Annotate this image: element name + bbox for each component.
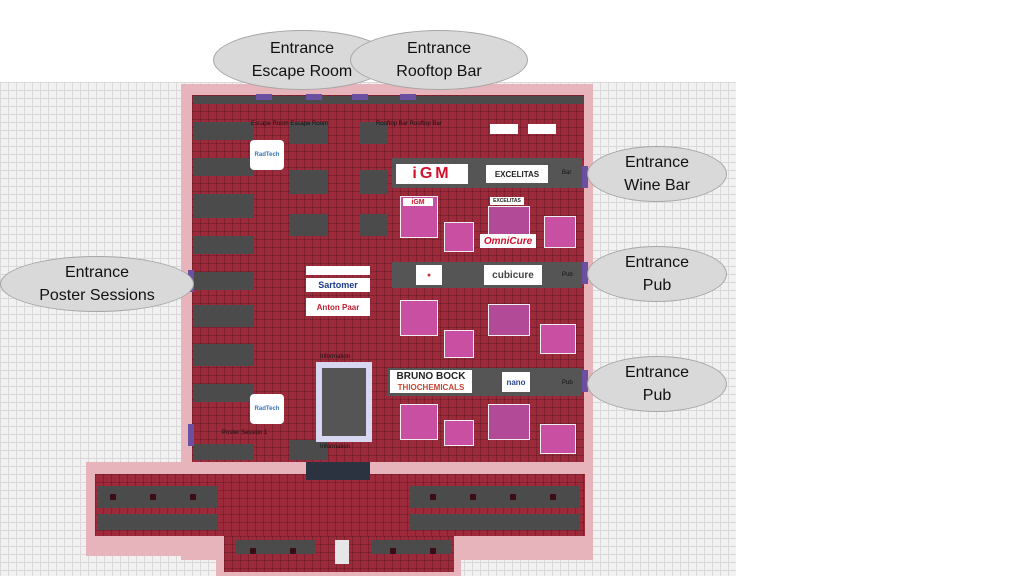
igm-lounge[interactable]	[444, 222, 474, 252]
igm-logo: iGM	[396, 164, 468, 184]
poster-row	[98, 514, 218, 530]
poster-door	[188, 424, 194, 446]
information-desk[interactable]	[322, 368, 366, 436]
entrance-name: Pub	[642, 277, 672, 294]
entrance-name: Wine Bar	[624, 177, 690, 194]
poster-row	[194, 236, 254, 254]
pub-label-1: Pub	[562, 272, 573, 278]
excelitas-booth-logo: EXCELITAS	[490, 197, 524, 205]
anton-paar-logo: Anton Paar	[306, 298, 370, 316]
table-marker	[250, 548, 256, 554]
rooftop-door	[352, 94, 368, 100]
entrance-label: Entrance	[269, 40, 335, 57]
wine-bar-door	[582, 166, 588, 188]
table-marker	[390, 548, 396, 554]
table-marker	[150, 494, 156, 500]
bar-label: Bar	[562, 170, 572, 176]
entrance-label: Entrance	[624, 364, 690, 381]
poster-row	[194, 305, 254, 327]
cubicure-booth[interactable]	[488, 304, 530, 336]
top-wall-strip	[194, 96, 584, 104]
excelitas-lounge[interactable]	[544, 216, 576, 248]
entrance-wine-bar-callout: Entrance Wine Bar	[587, 146, 727, 202]
entrance-rooftop-bar-callout: Entrance Rooftop Bar	[350, 30, 528, 90]
poster-row	[360, 214, 388, 236]
table-marker	[470, 494, 476, 500]
excelitas-logo: EXCELITAS	[486, 165, 548, 183]
entrance-name: Poster Sessions	[39, 287, 155, 304]
bruno-bock-booth[interactable]	[400, 404, 438, 440]
escape-room-door	[256, 94, 272, 100]
poster-row	[98, 486, 218, 508]
sponsor-screen	[306, 462, 370, 480]
pub-door	[582, 370, 588, 392]
entrance-name: Rooftop Bar	[396, 63, 482, 80]
stairs	[335, 540, 349, 564]
entrance-escape-room-callout: Entrance Escape Room	[213, 30, 391, 90]
table-marker	[190, 494, 196, 500]
entrance-label: Entrance	[624, 154, 690, 171]
entrance-label: Entrance	[624, 254, 690, 271]
poster-row	[194, 272, 254, 290]
poster-row	[372, 540, 452, 554]
escape-room-door	[306, 94, 322, 100]
table-marker	[550, 494, 556, 500]
poster-session-label: Poster Session 1	[222, 430, 268, 436]
omnicure-logo: OmniCure	[480, 234, 536, 248]
poster-row	[410, 514, 580, 530]
poster-row	[360, 170, 388, 194]
poster-row	[194, 384, 254, 402]
entrance-label: Entrance	[64, 264, 130, 281]
booth-lounge[interactable]	[540, 424, 576, 454]
rooftop-door	[400, 94, 416, 100]
escape-room-label: Escape Room Escape Room	[251, 121, 329, 127]
poster-row	[194, 122, 254, 140]
bruno-bock-logo: BRUNO BOCK	[390, 370, 472, 382]
rooftop-bar-label: Rooftop Bar Rooftop Bar	[376, 121, 442, 127]
poster-row	[290, 214, 328, 236]
table-marker	[110, 494, 116, 500]
poster-row	[236, 540, 316, 554]
entrance-name: Pub	[642, 387, 672, 404]
radtech-logo: RadTech	[250, 140, 284, 170]
radtech-logo-2: RadTech	[250, 394, 284, 424]
entrance-name: Escape Room	[251, 63, 353, 80]
poster-row	[194, 444, 254, 460]
thiochemicals-logo: THIOCHEMICALS	[390, 382, 472, 393]
booth-lounge[interactable]	[444, 420, 474, 446]
entrance-poster-sessions-callout: Entrance Poster Sessions	[0, 256, 194, 312]
sartomer-logo: Sartomer	[306, 278, 370, 292]
sponsor-banner	[306, 266, 370, 275]
information-label: Information	[320, 354, 351, 360]
nano-booth[interactable]	[488, 404, 530, 440]
small-banner	[490, 124, 518, 134]
information-label-2: Information	[320, 444, 351, 450]
poster-row	[290, 440, 328, 460]
poster-row	[194, 194, 254, 218]
poster-row	[194, 344, 254, 366]
pub-door	[582, 262, 588, 284]
poster-row	[410, 486, 580, 508]
table-marker	[290, 548, 296, 554]
entrance-pub-callout-2: Entrance Pub	[587, 356, 727, 412]
cubicure-logo: cubicure	[484, 265, 542, 285]
booth-lounge[interactable]	[444, 330, 474, 358]
entrance-label: Entrance	[406, 40, 472, 57]
poster-row	[194, 158, 254, 176]
table-marker	[430, 494, 436, 500]
booth-lounge[interactable]	[540, 324, 576, 354]
table-marker	[430, 548, 436, 554]
arkema-icon-logo: ●	[416, 265, 442, 285]
entrance-pub-callout: Entrance Pub	[587, 246, 727, 302]
pub-label-2: Pub	[562, 380, 573, 386]
nano-logo: nano	[502, 372, 530, 392]
booth[interactable]	[400, 300, 438, 336]
table-marker	[510, 494, 516, 500]
poster-row	[290, 122, 328, 144]
poster-row	[290, 170, 328, 194]
igm-booth-logo: iGM	[403, 198, 433, 206]
poster-row	[360, 122, 388, 144]
small-banner	[528, 124, 556, 134]
